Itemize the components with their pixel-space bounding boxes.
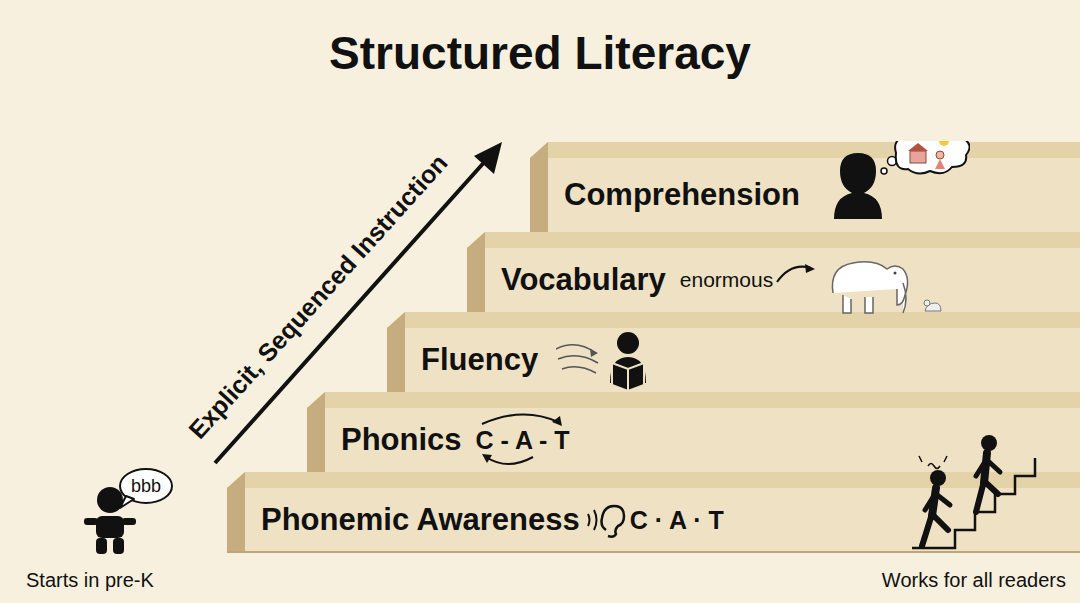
step-icon [773,256,819,286]
step-icon-art [556,329,648,391]
step-band: Phonemic Awareness C · A · T [245,488,1080,552]
step-example: enormous [680,268,773,292]
step-band: Vocabulary enormous [485,248,1080,312]
step-band: Comprehension [548,158,1080,232]
diagram-title: Structured Literacy [0,26,1080,80]
step-icon-art [814,141,970,221]
end-note: Works for all readers [882,569,1066,592]
step-icon-art [821,245,945,315]
step-name: Fluency [421,342,538,378]
phonics-blend: C - A - T [476,426,570,455]
step-icon [584,500,628,540]
speech-bubble [120,469,172,508]
walking-figures [912,435,1035,548]
step-band: Phonics C - A - T [325,408,1080,472]
step-example: C · A · T [630,506,724,535]
step-name: Vocabulary [501,262,666,298]
start-note: Starts in pre-K [26,569,154,592]
speech-text: bbb [131,476,161,497]
step-name: Phonics [341,422,462,458]
step-icon-art [584,500,628,540]
step-icon [814,141,970,221]
stair-steps [227,142,1080,552]
baby-icon [84,487,136,554]
step-name: Phonemic Awareness [261,502,580,538]
step-icon-art [773,256,819,286]
step-icon [821,245,945,315]
step-band: Fluency [405,328,1080,392]
step-name: Comprehension [564,177,800,213]
step-example: C - A - T [476,426,570,455]
progress-arrow [215,142,502,463]
step-icon [556,329,648,391]
